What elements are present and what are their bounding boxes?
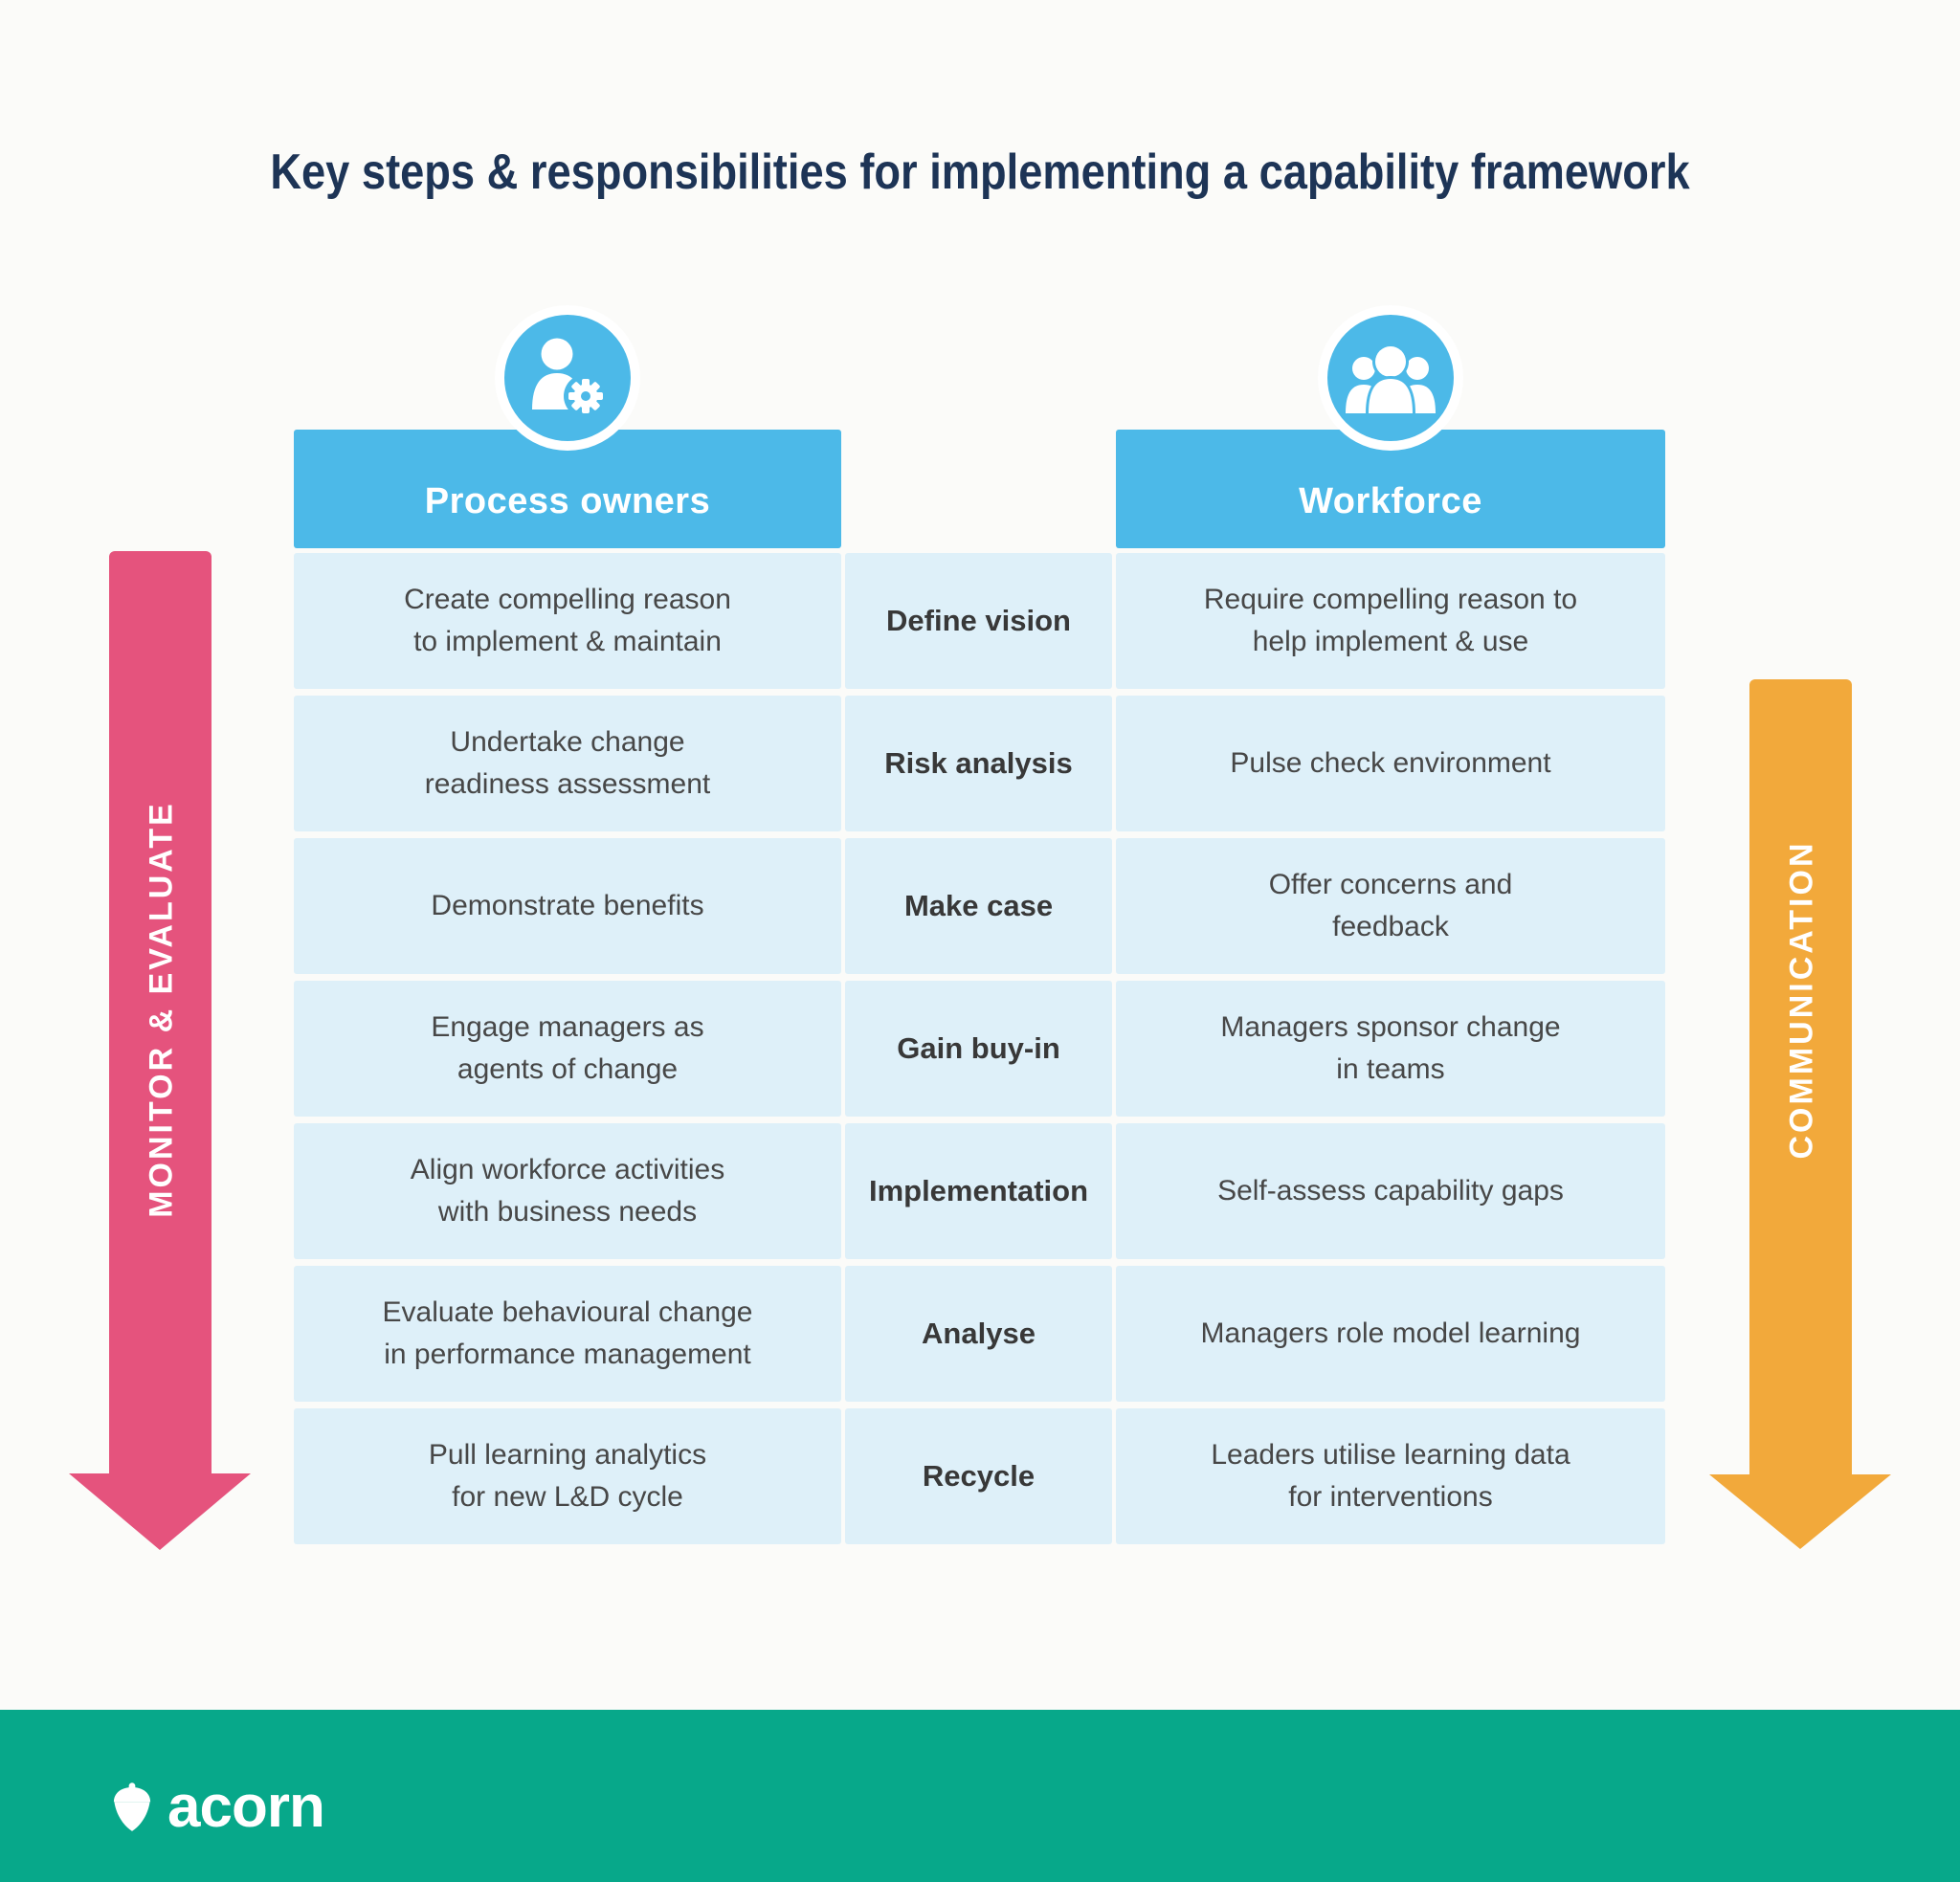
monitor-evaluate-label: MONITOR & EVALUATE (143, 801, 180, 1218)
step-cell: Make case (845, 838, 1112, 974)
step-cell: Risk analysis (845, 696, 1112, 831)
workforce-cell: Managers role model learning (1116, 1266, 1665, 1402)
table-row: Undertake change readiness assessment Ri… (294, 696, 1665, 831)
process-owner-cell: Engage managers as agents of change (294, 981, 841, 1117)
workforce-cell: Leaders utilise learning data for interv… (1116, 1408, 1665, 1544)
table-row: Evaluate behavioural change in performan… (294, 1266, 1665, 1402)
workforce-cell: Offer concerns and feedback (1116, 838, 1665, 974)
process-owner-cell: Demonstrate benefits (294, 838, 841, 974)
arrow-head (1709, 1474, 1891, 1549)
page-title: Key steps & responsibilities for impleme… (270, 144, 1690, 200)
process-owner-cell: Undertake change readiness assessment (294, 696, 841, 831)
user-gear-icon (532, 338, 608, 418)
process-owners-badge (495, 305, 640, 451)
process-owner-cell: Align workforce activities with business… (294, 1123, 841, 1259)
table-row: Demonstrate benefits Make case Offer con… (294, 838, 1665, 974)
arrow-shaft (1749, 679, 1852, 1474)
step-cell: Gain buy-in (845, 981, 1112, 1117)
workforce-cell: Require compelling reason to help implem… (1116, 553, 1665, 689)
workforce-cell: Managers sponsor change in teams (1116, 981, 1665, 1117)
process-owner-cell: Create compelling reason to implement & … (294, 553, 841, 689)
workforce-cell: Self-assess capability gaps (1116, 1123, 1665, 1259)
table-row: Pull learning analytics for new L&D cycl… (294, 1408, 1665, 1544)
table-row: Create compelling reason to implement & … (294, 553, 1665, 689)
acorn-logo: acorn (112, 1773, 325, 1841)
process-owner-cell: Pull learning analytics for new L&D cycl… (294, 1408, 841, 1544)
workforce-cell: Pulse check environment (1116, 696, 1665, 831)
step-cell: Define vision (845, 553, 1112, 689)
table-row: Align workforce activities with business… (294, 1123, 1665, 1259)
step-cell: Recycle (845, 1408, 1112, 1544)
table-row: Engage managers as agents of change Gain… (294, 981, 1665, 1117)
arrow-head (69, 1473, 251, 1550)
communication-label: COMMUNICATION (1783, 840, 1820, 1160)
step-cell: Analyse (845, 1266, 1112, 1402)
footer (0, 1710, 1960, 1882)
column-header-workforce: Workforce (1116, 430, 1665, 548)
process-owners-label: Process owners (424, 480, 711, 521)
arrow-shaft (109, 551, 212, 1473)
step-cell: Implementation (845, 1123, 1112, 1259)
acorn-icon (113, 1782, 151, 1831)
workforce-badge (1318, 305, 1463, 451)
process-owner-cell: Evaluate behavioural change in performan… (294, 1266, 841, 1402)
workforce-label: Workforce (1299, 480, 1482, 521)
brand-name: acorn (167, 1774, 325, 1840)
framework-table: Create compelling reason to implement & … (294, 553, 1665, 1544)
group-icon (1346, 343, 1436, 416)
